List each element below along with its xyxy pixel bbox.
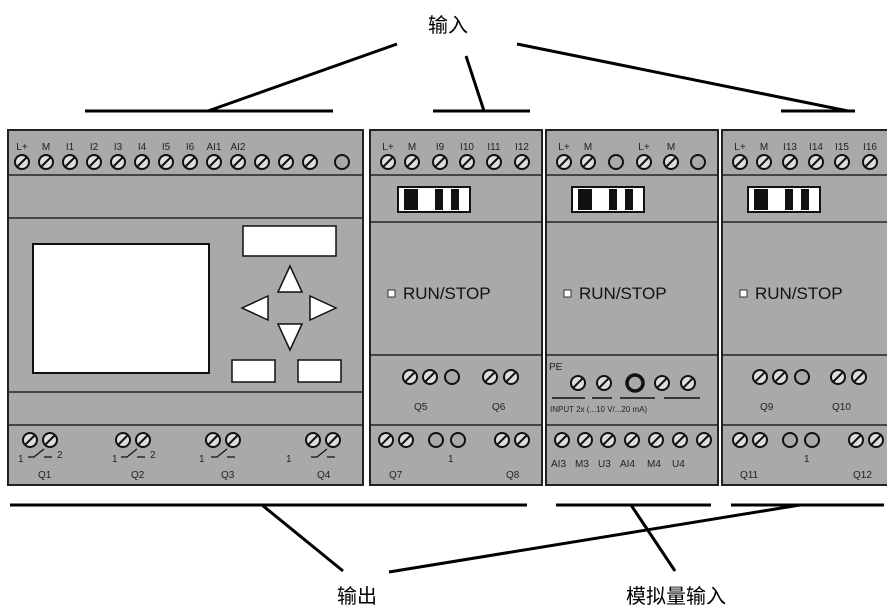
analog-terminal-label: M4 — [647, 459, 661, 470]
terminal-label: L+ — [558, 142, 570, 153]
output-label: Q12 — [853, 470, 872, 481]
terminal-label: M — [760, 142, 768, 153]
run-stop-label: RUN/STOP — [403, 284, 491, 303]
status-led — [387, 289, 396, 298]
terminal-label: I10 — [460, 142, 474, 153]
contact-number: 1 — [18, 454, 24, 465]
expansion-module-digital: L+ M I9 I10 I11 I12 RUN/STOP — [369, 129, 543, 486]
output-label: Q11 — [740, 470, 759, 481]
terminal-label: I9 — [436, 142, 445, 153]
function-button-left[interactable] — [231, 359, 276, 383]
run-stop-label: RUN/STOP — [755, 284, 843, 303]
status-led — [739, 289, 748, 298]
terminal-label: I12 — [515, 142, 529, 153]
terminal-label: I3 — [114, 142, 123, 153]
arrow-right-button[interactable] — [309, 294, 338, 322]
output-label: Q2 — [131, 470, 145, 481]
expansion-module-analog: L+ M L+ M RUN/STOP PE — [545, 129, 719, 486]
terminal-label: I6 — [186, 142, 195, 153]
output-label: Q6 — [492, 402, 506, 413]
contact-number: 1 — [286, 454, 292, 465]
bus-connector — [571, 186, 645, 213]
analog-terminal-label: M3 — [575, 459, 589, 470]
output-label: Q1 — [38, 470, 52, 481]
output-label: Q7 — [389, 470, 403, 481]
terminal-label: M — [667, 142, 675, 153]
main-module: L+ M I1 I2 I3 I4 I5 I6 AI1 AI2 — [7, 129, 364, 486]
input-range-label: INPUT 2x (...10 V/...20 mA) — [550, 405, 648, 414]
terminal-label: I2 — [90, 142, 99, 153]
status-led — [563, 289, 572, 298]
terminal-label: M — [42, 142, 50, 153]
terminal-label: L+ — [638, 142, 650, 153]
terminal-label: M — [584, 142, 592, 153]
output-label: Q10 — [832, 402, 851, 413]
terminal-label: L+ — [382, 142, 394, 153]
analog-terminal-label: U4 — [672, 459, 685, 470]
terminal-label: I13 — [783, 142, 797, 153]
contact-number: 1 — [804, 454, 810, 465]
output-label: Q8 — [506, 470, 520, 481]
terminal-label: M — [408, 142, 416, 153]
analog-terminal-label: U3 — [598, 459, 611, 470]
bus-connector — [397, 186, 471, 213]
terminal-label: I1 — [66, 142, 75, 153]
terminal-label: I16 — [863, 142, 877, 153]
terminal-label: I14 — [809, 142, 823, 153]
contact-number: 1 — [112, 454, 118, 465]
label-analog-inputs: 模拟量输入 — [626, 584, 726, 608]
terminal-label: I5 — [162, 142, 171, 153]
output-label: Q3 — [221, 470, 235, 481]
output-label: Q9 — [760, 402, 774, 413]
analog-terminal-label: AI4 — [620, 459, 635, 470]
input-bracket-lines — [85, 42, 855, 113]
contact-number: 1 — [199, 454, 205, 465]
contact-number: 1 — [448, 454, 454, 465]
terminal-label: L+ — [734, 142, 746, 153]
output-bracket-lines — [10, 503, 884, 574]
terminal-label: AI1 — [206, 142, 221, 153]
output-label: Q5 — [414, 402, 428, 413]
terminal-label: I4 — [138, 142, 147, 153]
terminal-label: AI2 — [230, 142, 245, 153]
label-outputs: 输出 — [337, 584, 377, 608]
contact-number: 2 — [57, 450, 63, 461]
analog-terminal-label: AI3 — [551, 459, 566, 470]
terminal-label: I11 — [487, 142, 501, 153]
lcd-display — [32, 243, 210, 374]
output-label: Q4 — [317, 470, 331, 481]
arrow-up-button[interactable] — [276, 264, 304, 293]
bus-connector — [747, 186, 821, 213]
arrow-left-button[interactable] — [240, 294, 269, 322]
function-button-right[interactable] — [297, 359, 342, 383]
pe-label: PE — [549, 362, 563, 373]
arrow-down-button[interactable] — [276, 323, 304, 352]
terminal-label: L+ — [16, 142, 28, 153]
terminal-label: I15 — [835, 142, 849, 153]
contact-number: 2 — [150, 450, 156, 461]
label-inputs: 输入 — [428, 13, 468, 37]
esc-button[interactable] — [242, 225, 337, 257]
expansion-module-digital-right: L+ M I13 I14 I15 I16 RUN/STOP — [721, 129, 887, 486]
run-stop-label: RUN/STOP — [579, 284, 667, 303]
